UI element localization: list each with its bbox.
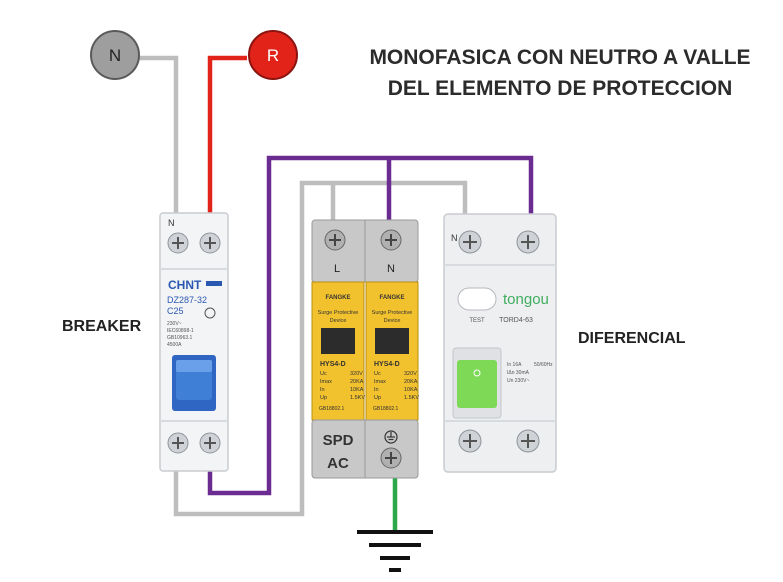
- diagram-title-line1: MONOFASICA CON NEUTRO A VALLE: [369, 46, 751, 69]
- spd-spec-key: In: [374, 387, 379, 393]
- screw-icon: [458, 429, 482, 453]
- diff-spec: 50/60Hz: [534, 362, 553, 368]
- screw-icon: [324, 229, 346, 251]
- spd-indicator-window: [321, 328, 355, 354]
- spd-spec-key: Uc: [320, 371, 327, 377]
- phase-output-wire: [207, 155, 534, 496]
- cert-icon: [204, 307, 216, 319]
- breaker-device: N CHNT DZ287-32 C25 230V~ IEC60898-1 GB1…: [159, 212, 229, 472]
- spd-device-line2: Device: [384, 318, 401, 324]
- spd-spec-value: 10KA: [350, 387, 364, 393]
- spd-spec-value: 20KA: [404, 379, 418, 385]
- breaker-spec: 230V~: [167, 321, 182, 327]
- differential-device: N TEST tongou TORD4-63 In 16A IΔn 30mA U…: [443, 213, 557, 473]
- neutral-terminal: N: [90, 30, 140, 80]
- screw-icon: [199, 432, 221, 454]
- diff-brand: tongou: [503, 291, 549, 308]
- spd-standard: GB18802.1: [373, 406, 399, 412]
- spd-terminal-l: L: [334, 263, 340, 275]
- breaker-toggle[interactable]: [172, 355, 216, 411]
- diff-neutral-mark: N: [451, 233, 458, 243]
- diagram-title: MONOFASICA CON NEUTRO A VALLE DEL ELEMEN…: [350, 42, 770, 104]
- diff-model: TORD4-63: [499, 317, 533, 324]
- breaker-rating: C25: [167, 306, 184, 316]
- screw-icon: [516, 429, 540, 453]
- spd-model: HYS4-D: [320, 361, 346, 368]
- spd-spec-list: Uc 320V Imax 20KA In 10KA Up 1.5KV: [320, 371, 365, 401]
- diagram-title-line2: DEL ELEMENTO DE PROTECCION: [387, 77, 733, 100]
- spd-label-line1: SPD: [323, 432, 354, 449]
- breaker-label: BREAKER: [62, 318, 142, 335]
- spd-spec-key: Uc: [374, 371, 381, 377]
- spd-spec-value: 1.5KV: [350, 395, 365, 401]
- differential-toggle[interactable]: [452, 347, 502, 419]
- screw-icon: [167, 432, 189, 454]
- neutral-supply-wire: [135, 55, 179, 225]
- spd-indicator-window: [375, 328, 409, 354]
- breaker-model: DZ287-32: [167, 295, 207, 305]
- phase-terminal: R: [248, 30, 298, 80]
- differential-label: DIFERENCIAL: [578, 330, 686, 347]
- spd-spec-list: Uc 320V Imax 20KA In 10KA Up 1.5KV: [374, 371, 419, 401]
- neutral-terminal-label: N: [109, 46, 121, 65]
- spd-spec-value: 1.5KV: [404, 395, 419, 401]
- phase-terminal-label: R: [267, 46, 279, 65]
- test-button[interactable]: [457, 287, 497, 311]
- spd-terminal-n: N: [387, 263, 395, 275]
- spd-model: HYS4-D: [374, 361, 400, 368]
- test-label: TEST: [469, 318, 485, 324]
- screw-icon: [199, 232, 221, 254]
- spd-brand: FANGKE: [379, 295, 404, 301]
- breaker-neutral-mark: N: [168, 218, 175, 228]
- ground-icon: [357, 530, 433, 572]
- breaker-brand: CHNT: [168, 278, 202, 292]
- spd-spec-value: 320V: [350, 371, 363, 377]
- earth-symbol-icon: [384, 430, 398, 444]
- spd-device-line1: Surge Protective: [318, 310, 359, 316]
- spd-device: L N FANGKE Surge Protective Device HYS4-…: [311, 219, 419, 479]
- spd-device-line1: Surge Protective: [372, 310, 413, 316]
- spd-spec-value: 320V: [404, 371, 417, 377]
- spd-label-line2: AC: [327, 455, 349, 472]
- diff-spec: Un 230V~: [507, 378, 529, 384]
- spd-spec-key: Imax: [374, 379, 386, 385]
- spd-brand: FANGKE: [325, 295, 350, 301]
- spd-spec-key: Up: [374, 395, 381, 401]
- spd-spec-key: In: [320, 387, 325, 393]
- spd-spec-value: 10KA: [404, 387, 418, 393]
- spd-standard: GB18802.1: [319, 406, 345, 412]
- spd-spec-value: 20KA: [350, 379, 364, 385]
- breaker-spec: IEC60898-1: [167, 328, 194, 334]
- screw-icon: [516, 230, 540, 254]
- screw-icon: [380, 447, 402, 469]
- breaker-spec: 4500A: [167, 342, 182, 348]
- breaker-spec: GB10963.1: [167, 335, 193, 341]
- diff-spec: IΔn 30mA: [507, 370, 530, 376]
- spd-spec-key: Up: [320, 395, 327, 401]
- screw-icon: [458, 230, 482, 254]
- screw-icon: [380, 229, 402, 251]
- spd-device-line2: Device: [330, 318, 347, 324]
- neutral-output-wire: [173, 180, 468, 517]
- spd-spec-key: Imax: [320, 379, 332, 385]
- screw-icon: [167, 232, 189, 254]
- diff-spec: In 16A: [507, 362, 522, 368]
- phase-supply-wire: [207, 55, 247, 225]
